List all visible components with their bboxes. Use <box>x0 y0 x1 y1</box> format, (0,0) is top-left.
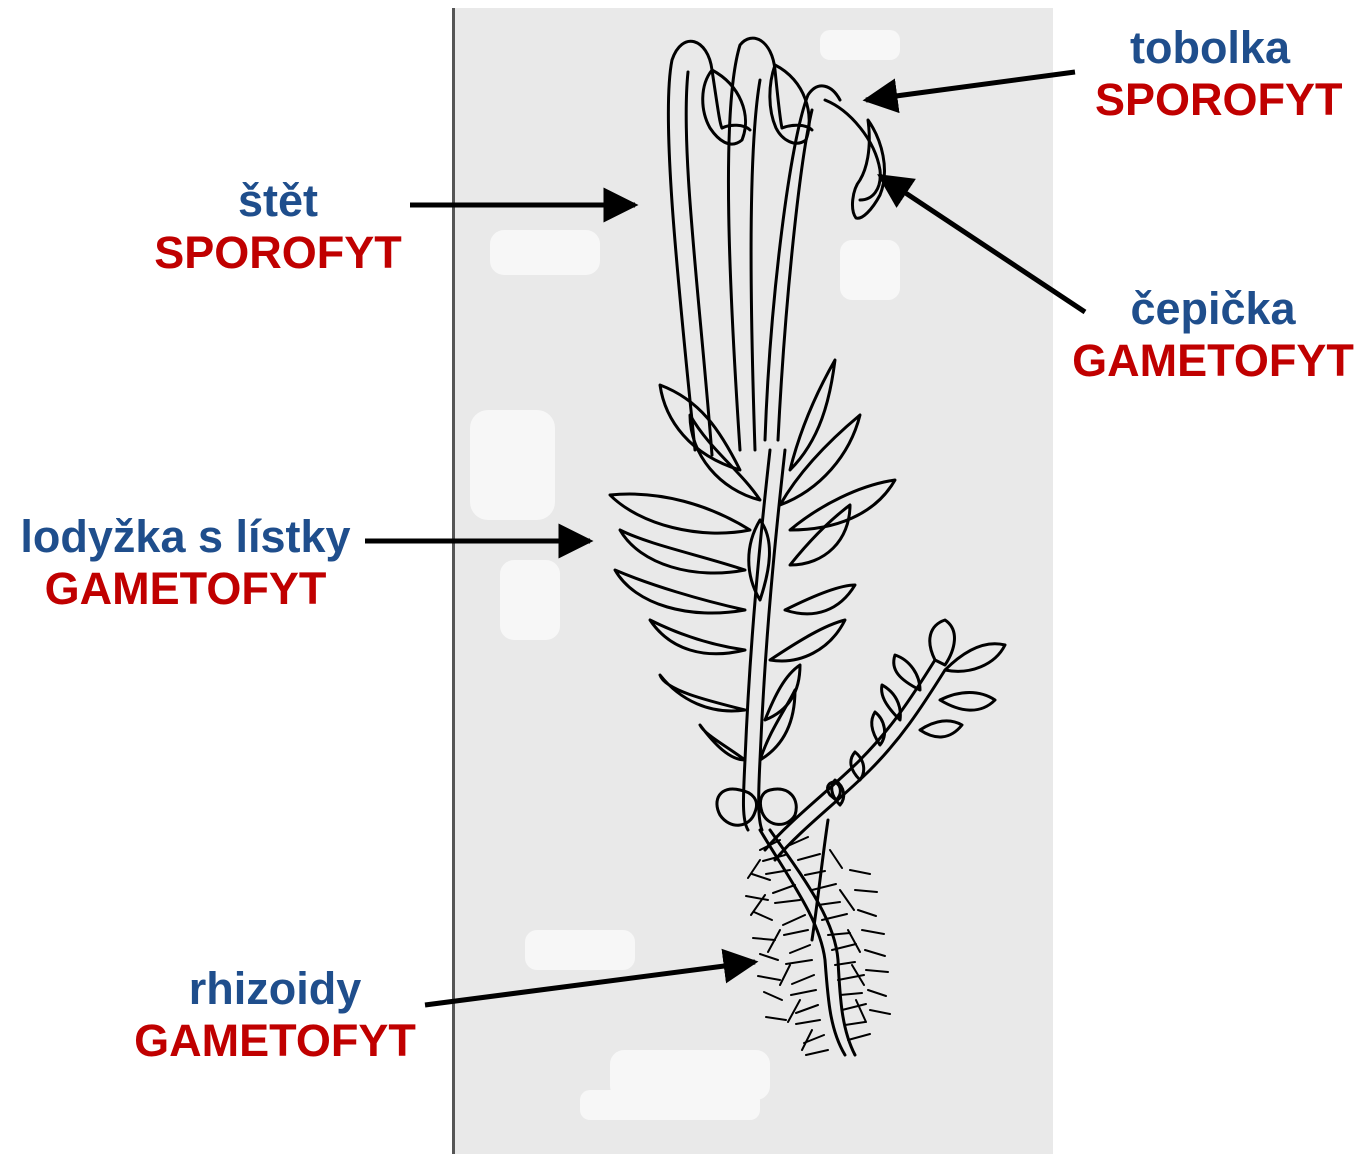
label-rhizoidy: rhizoidy GAMETOFYT <box>125 963 425 1067</box>
label-tobolka: tobolka SPOROFYT <box>1095 22 1325 126</box>
label-stet: štět SPOROFYT <box>128 175 428 279</box>
label-lodyzka: lodyžka s lístky GAMETOFYT <box>8 511 363 615</box>
label-lodyzka-type: GAMETOFYT <box>8 563 363 615</box>
label-stet-name: štět <box>128 175 428 227</box>
label-cepicka-name: čepička <box>1065 283 1361 335</box>
label-cepicka-type: GAMETOFYT <box>1065 335 1361 387</box>
label-lodyzka-name: lodyžka s lístky <box>8 511 363 563</box>
label-rhizoidy-name: rhizoidy <box>125 963 425 1015</box>
label-rhizoidy-type: GAMETOFYT <box>125 1015 425 1067</box>
label-tobolka-name: tobolka <box>1095 22 1325 74</box>
label-stet-type: SPOROFYT <box>128 227 428 279</box>
label-cepicka: čepička GAMETOFYT <box>1065 283 1361 387</box>
label-tobolka-type: SPOROFYT <box>1095 74 1325 126</box>
photo-left-edge <box>452 8 455 1154</box>
